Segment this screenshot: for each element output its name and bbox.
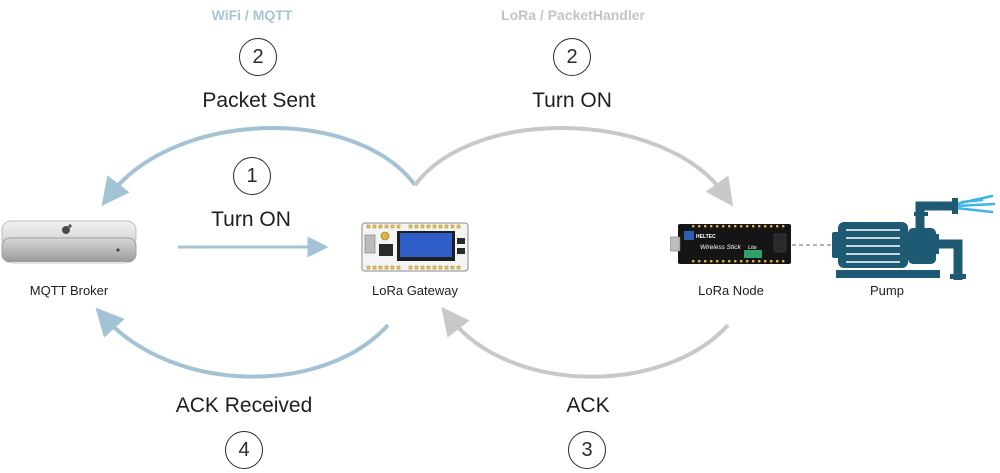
node-brand-text: HELTEC: [696, 234, 716, 240]
ack-received-arrow: [95, 307, 390, 379]
packet-sent-arrow: [101, 126, 417, 207]
pump-label: Pump: [870, 283, 904, 298]
node-board-icon: HELTEC Wireless Stick Lite: [669, 224, 791, 264]
step-number-packet-sent: 2: [239, 38, 277, 76]
node-variant-text: Lite: [748, 245, 757, 251]
step-number-ack-received: 4: [225, 431, 263, 469]
lora-node-device: HELTEC Wireless Stick Lite: [669, 222, 793, 266]
lora-turn-on-arrow: [413, 126, 734, 207]
gateway-board-icon: [361, 222, 469, 272]
step-number-lora-turn-on: 2: [553, 38, 591, 76]
lora-gateway-label: LoRa Gateway: [372, 283, 458, 298]
mqtt-broker-device: [0, 220, 138, 266]
pump-device: [832, 192, 996, 282]
lora-node-label: LoRa Node: [698, 283, 764, 298]
ack-arrow: [441, 306, 730, 379]
step-number-ack: 3: [568, 431, 606, 469]
lora-turn-on-label: Turn ON: [532, 89, 612, 112]
wifi-mqtt-heading: WiFi / MQTT: [211, 7, 293, 23]
ack-received-label: ACK Received: [175, 394, 313, 417]
lora-gateway-device: [361, 222, 469, 272]
ack-label: ACK: [566, 394, 610, 417]
mqtt-broker-label: MQTT Broker: [29, 283, 109, 298]
step-number-mqtt-turn-on: 1: [233, 157, 271, 195]
lora-packethandler-heading: LoRa / PacketHandler: [501, 7, 645, 23]
pump-icon: [832, 194, 996, 280]
computer-icon: [1, 220, 137, 264]
node-model-text: Wireless Stick: [700, 244, 742, 251]
water-spray-icon: [954, 194, 996, 214]
mqtt-turn-on-label: Turn ON: [211, 208, 291, 231]
packet-sent-label: Packet Sent: [202, 89, 316, 112]
